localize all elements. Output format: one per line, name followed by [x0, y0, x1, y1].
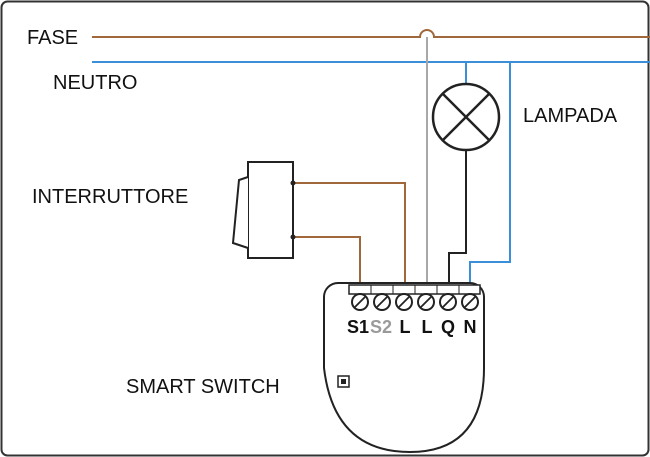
terminal-label-s1: S1	[347, 317, 369, 337]
phase-line	[92, 29, 650, 38]
label-fase: FASE	[27, 27, 78, 49]
terminal-screw	[351, 293, 369, 311]
label-smart-switch: SMART SWITCH	[126, 376, 280, 398]
terminal-label-l2: L	[422, 317, 433, 337]
terminal-label-l1: L	[400, 317, 411, 337]
lamp-symbol-icon	[431, 82, 501, 152]
terminal-screw	[373, 293, 391, 311]
terminal-label-n: N	[464, 317, 477, 337]
switch-wire-upper	[293, 182, 406, 286]
smart-switch-body	[323, 282, 485, 454]
switch-wire-lower	[293, 236, 361, 286]
label-neutro: NEUTRO	[53, 72, 137, 94]
neutral-drop-wire	[469, 62, 511, 286]
lamp-output-wire	[448, 150, 467, 286]
terminal-label-s2: S2	[370, 317, 392, 337]
terminal-screw	[439, 293, 457, 311]
terminal-screw	[417, 293, 435, 311]
terminal-screw	[461, 293, 479, 311]
status-led-icon	[337, 375, 350, 388]
label-interruttore: INTERRUTTORE	[32, 186, 188, 208]
label-lampada: LAMPADA	[523, 105, 618, 127]
terminal-strip-segments	[370, 285, 460, 294]
terminal-label-q: Q	[441, 317, 455, 337]
terminal-screw	[395, 293, 413, 311]
rocker-switch-icon	[231, 161, 296, 259]
